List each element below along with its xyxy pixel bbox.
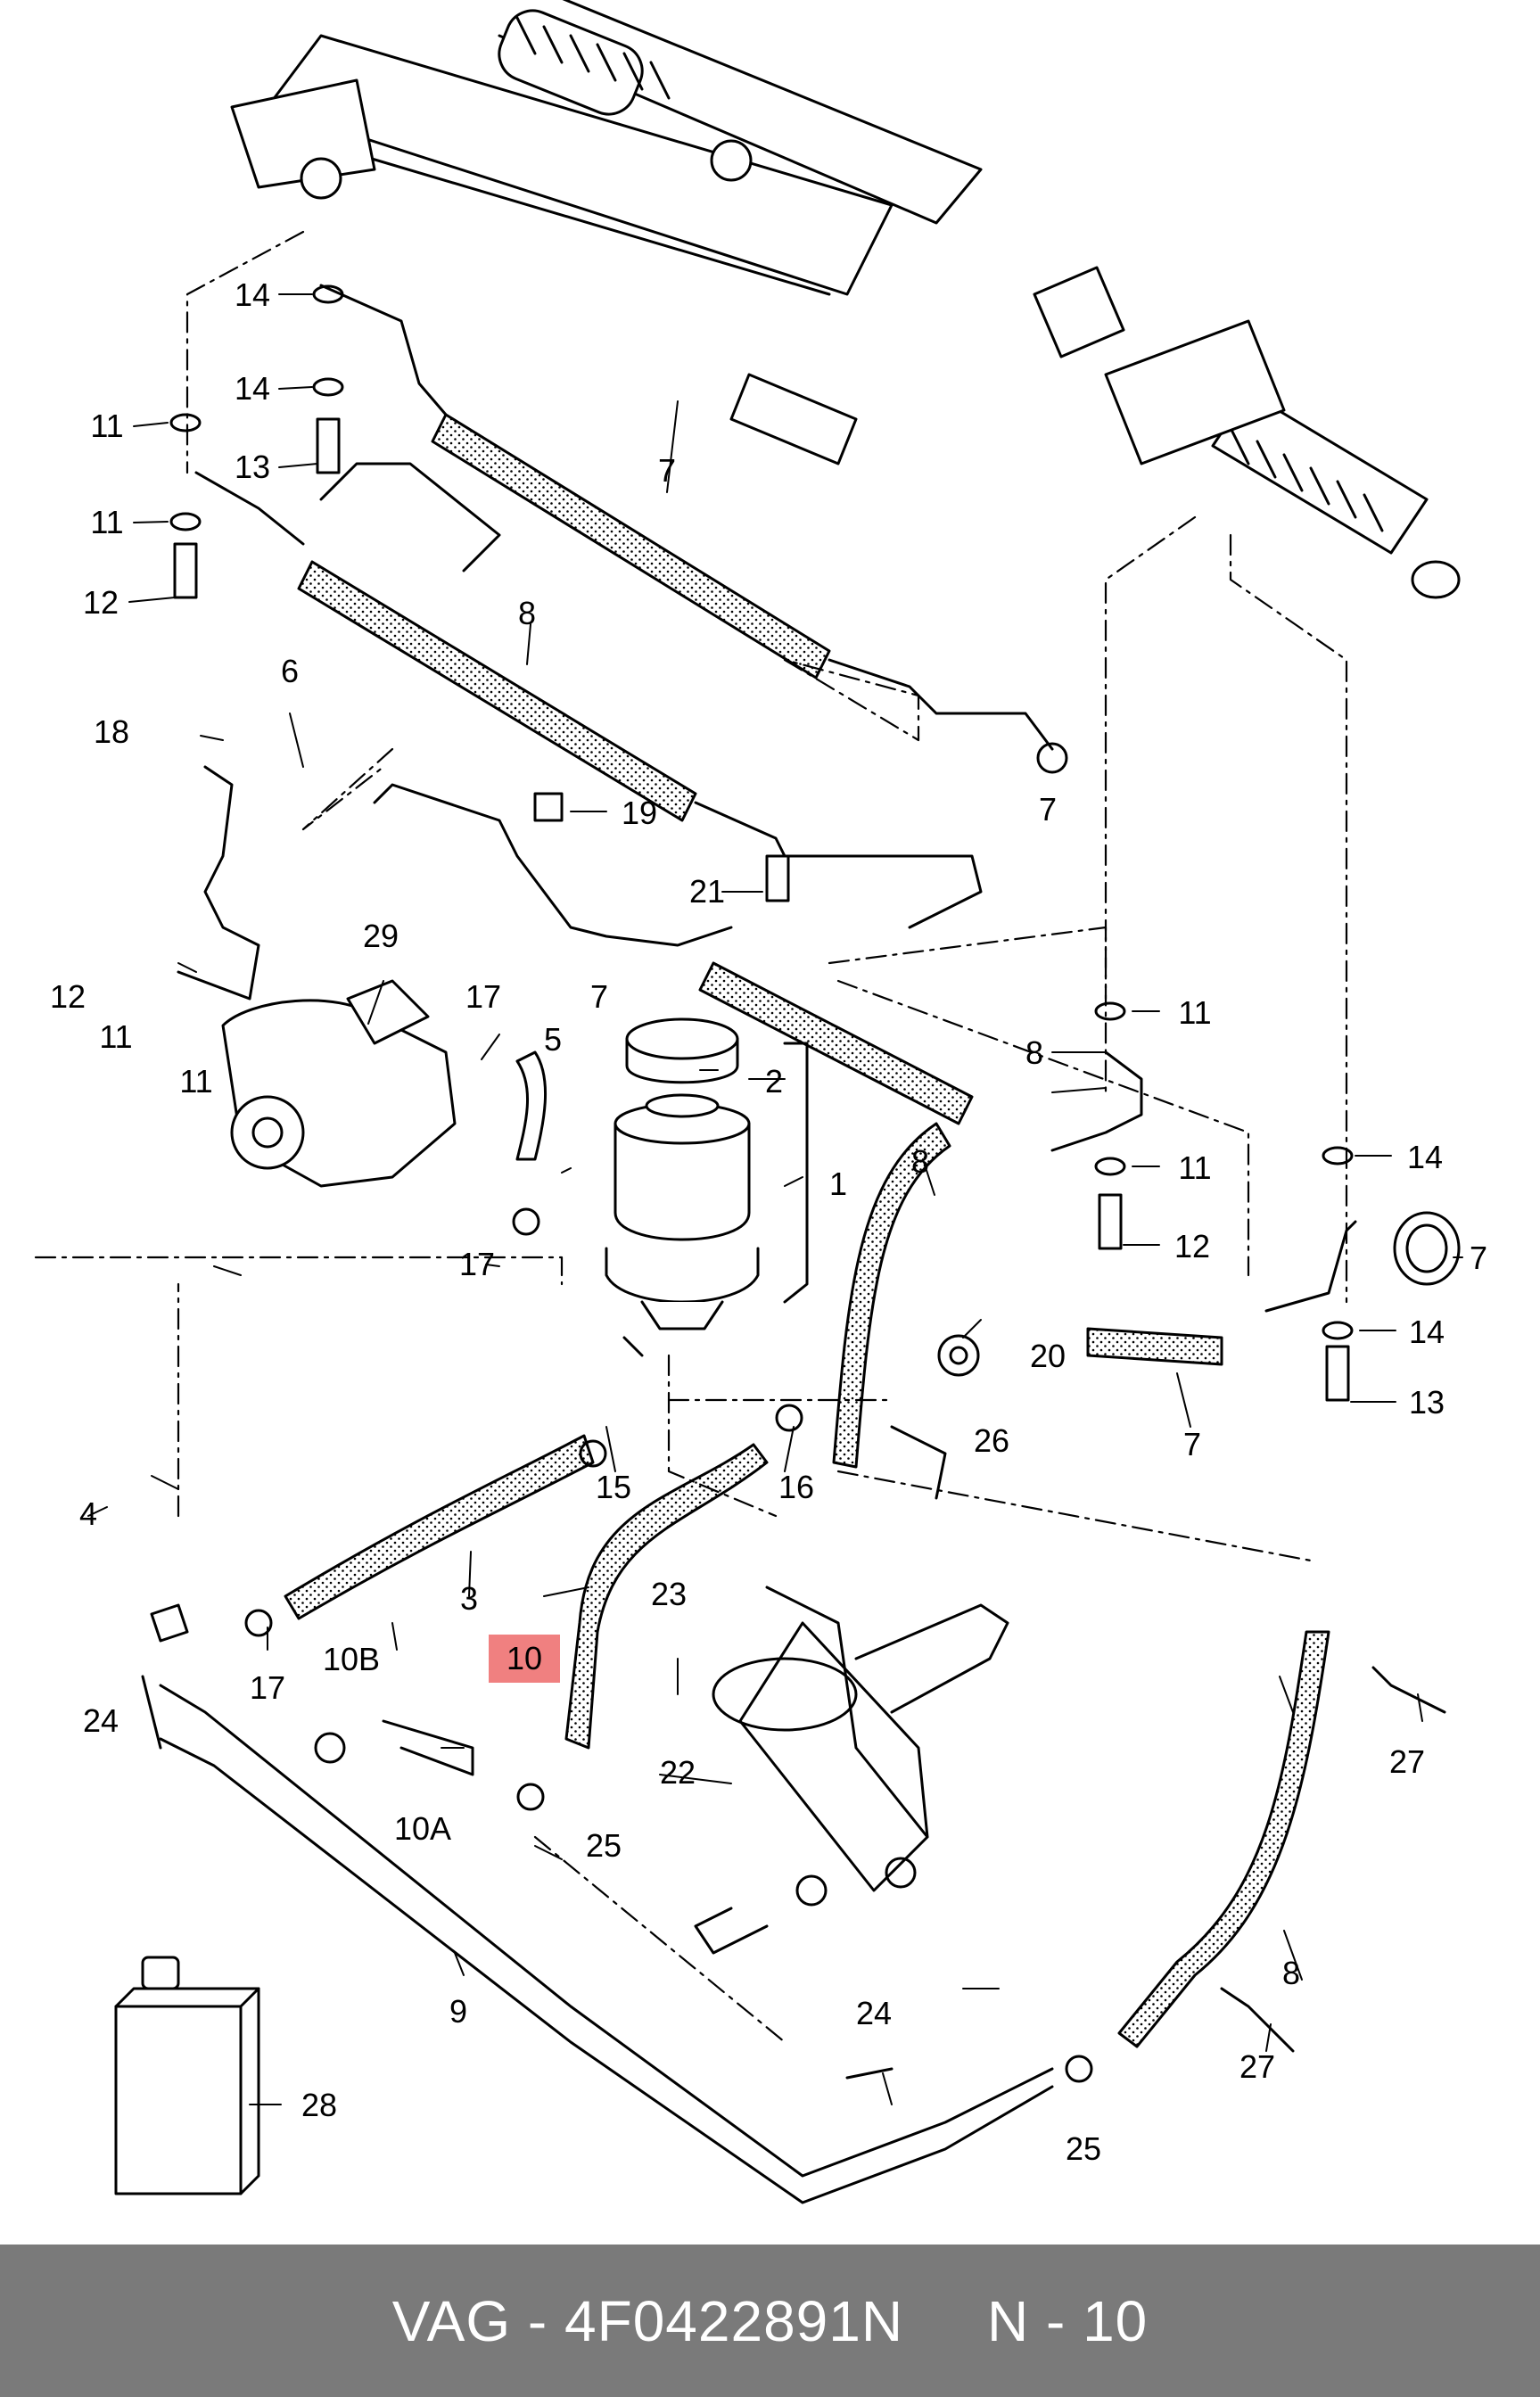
callout-11-b: 11	[90, 504, 123, 540]
callout-12-b: 12	[50, 978, 86, 1015]
callout-17-c: 17	[250, 1669, 285, 1706]
callout-7-top: 7	[658, 452, 676, 489]
callout-1: 1	[829, 1166, 847, 1202]
callout-10a: 10A	[394, 1810, 451, 1847]
callout-14-c: 14	[1407, 1139, 1443, 1175]
power-steering-pump	[221, 979, 548, 1188]
oil-can	[114, 1956, 260, 2195]
callout-14-b: 14	[235, 370, 270, 407]
callout-7-mid: 7	[590, 978, 608, 1015]
bracket	[694, 1586, 1009, 1955]
callout-13-a: 13	[235, 449, 270, 485]
fittings	[150, 284, 1461, 2083]
callout-17-b: 17	[459, 1246, 495, 1282]
callout-11-e: 11	[1178, 994, 1211, 1031]
leader-lines	[34, 230, 1348, 2044]
callout-6: 6	[281, 653, 299, 689]
callout-22: 22	[660, 1754, 696, 1791]
callout-5: 5	[544, 1021, 562, 1058]
callout-11-f: 11	[1178, 1149, 1211, 1186]
callout-13-b: 13	[1409, 1384, 1445, 1421]
callout-7-lower-right: 7	[1183, 1426, 1201, 1462]
callout-29: 29	[363, 918, 399, 954]
callout-4: 4	[79, 1495, 97, 1532]
callout-9: 9	[449, 1993, 467, 2030]
callout-labels: 1 2 3 4 5 6 7 7 7 7 7 8 8 8 8 9 10 10A 1…	[50, 276, 1487, 2167]
callout-7-far-right: 7	[1470, 1240, 1487, 1276]
footer-bar: VAG - 4F0422891N N - 10	[0, 2245, 1540, 2397]
callout-20: 20	[1030, 1338, 1066, 1374]
callout-3: 3	[460, 1580, 478, 1617]
callout-10b: 10B	[323, 1641, 380, 1677]
reservoir	[605, 1017, 809, 1357]
callout-11-a: 11	[90, 408, 123, 444]
highlight-box	[489, 1635, 560, 1683]
callout-14-d: 14	[1409, 1314, 1445, 1350]
callout-24-a: 24	[83, 1702, 119, 1739]
metal-lines	[141, 284, 1357, 2204]
callout-8-right: 8	[1025, 1034, 1043, 1071]
callout-27-b: 27	[1239, 2048, 1275, 2085]
callout-18: 18	[94, 713, 129, 750]
footer-part-number: VAG - 4F0422891N N - 10	[391, 2288, 1149, 2353]
callout-11-c: 11	[99, 1018, 132, 1055]
callout-14-a: 14	[235, 276, 270, 313]
callout-25-a: 25	[586, 1827, 622, 1864]
hoses	[284, 413, 1330, 2048]
callout-19: 19	[622, 795, 657, 831]
callout-26: 26	[974, 1422, 1009, 1459]
callout-7-right-upper: 7	[1039, 791, 1057, 828]
callout-25-b: 25	[1066, 2130, 1101, 2167]
power-steering-exploded-diagram: 1 2 3 4 5 6 7 7 7 7 7 8 8 8 8 9 10 10A 1…	[34, 0, 1487, 2204]
callout-16: 16	[778, 1469, 814, 1505]
callout-11-d: 11	[179, 1063, 212, 1100]
callout-17-a: 17	[465, 978, 501, 1015]
steering-rack	[230, 0, 1461, 599]
callout-8-bottom: 8	[1282, 1955, 1300, 1991]
callout-28: 28	[301, 2087, 337, 2123]
callout-12-c: 12	[1174, 1228, 1210, 1264]
callout-24-b: 24	[856, 1995, 892, 2031]
callout-27-a: 27	[1389, 1743, 1425, 1780]
callout-10: 10	[506, 1640, 542, 1676]
callout-leaders	[87, 293, 1463, 2105]
callout-23: 23	[651, 1576, 687, 1612]
callout-8-top: 8	[518, 595, 536, 631]
callout-8-mid: 8	[911, 1143, 929, 1180]
callout-12-a: 12	[83, 584, 119, 621]
callout-21: 21	[689, 873, 725, 910]
callout-15: 15	[596, 1469, 631, 1505]
callout-2: 2	[765, 1063, 783, 1100]
